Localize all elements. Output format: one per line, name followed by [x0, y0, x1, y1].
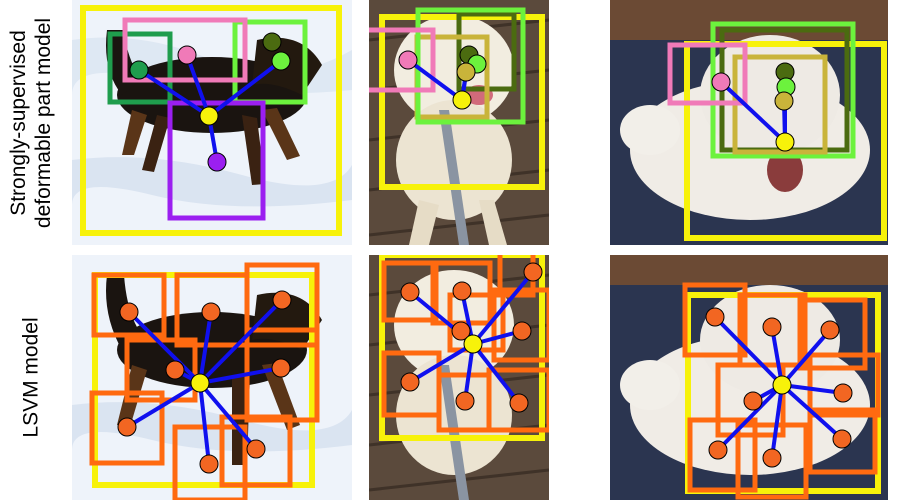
detection-overlay — [610, 0, 888, 245]
row-label-lsvm: LSVM model — [0, 255, 62, 500]
panel-dpm-snow-dog — [72, 0, 352, 245]
detection-overlay — [369, 255, 549, 500]
detection-overlay — [369, 0, 549, 245]
row-label-lsvm-text: LSVM model — [19, 317, 44, 437]
panel-lsvm-white-dog — [369, 255, 549, 500]
panel-lsvm-snow-dog — [72, 255, 352, 500]
detection-overlay — [72, 0, 352, 245]
row-label-dpm-text: Strongly-supervised deformable part mode… — [6, 17, 56, 227]
detection-overlay — [72, 255, 352, 500]
detection-overlay — [610, 255, 888, 500]
panel-lsvm-fluffy-dog — [610, 255, 888, 500]
panel-dpm-fluffy-dog — [610, 0, 888, 245]
panel-dpm-white-dog — [369, 0, 549, 245]
row-label-dpm: Strongly-supervised deformable part mode… — [0, 0, 62, 245]
